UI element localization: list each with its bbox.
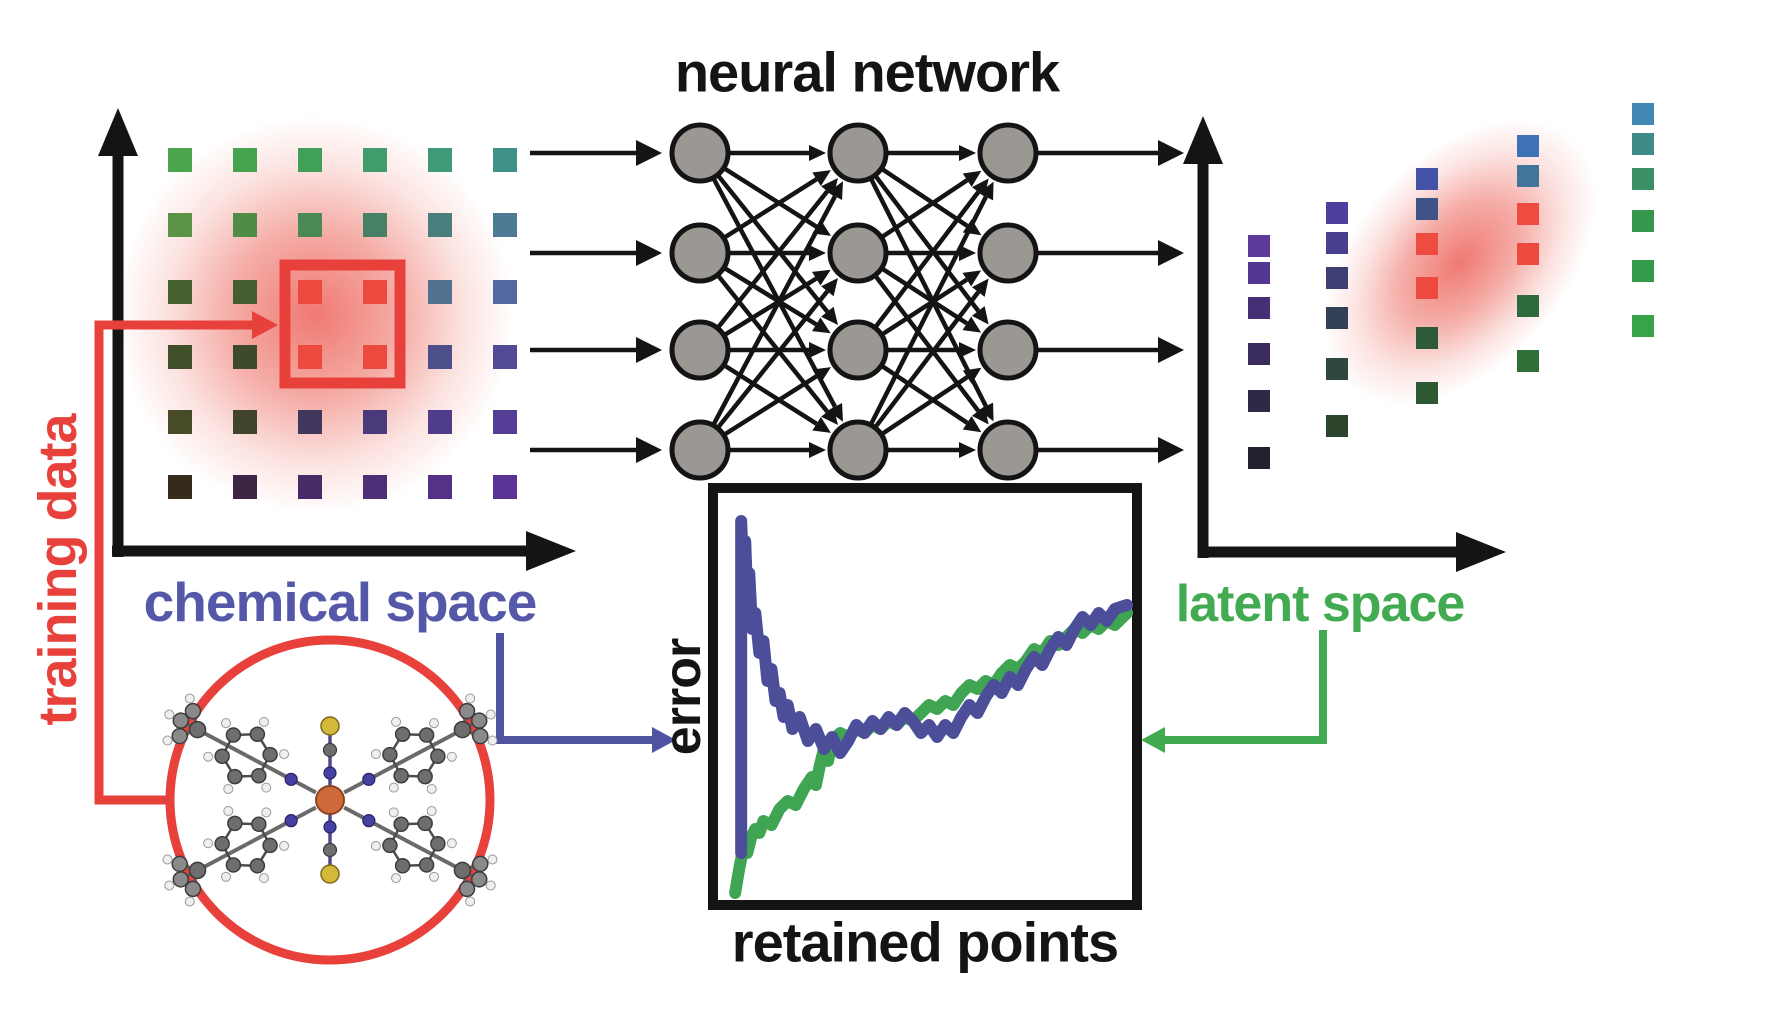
chemical-space-label: chemical space <box>143 571 538 633</box>
error-axis-label: error <box>654 638 712 756</box>
neural-network-label: neural network <box>674 40 1060 104</box>
training-data-connector <box>94 311 278 805</box>
chemical-space-grid <box>168 148 517 499</box>
retained-points-axis-label: retained points <box>731 910 1119 974</box>
neural-network-diagram <box>530 122 1184 481</box>
axes <box>98 108 1506 572</box>
error-plot <box>708 483 1142 910</box>
training-data-label: training data <box>28 414 88 726</box>
molecule-illustration <box>162 635 498 965</box>
latent-space-label: latent space <box>1175 575 1466 633</box>
latent-space-squares <box>1248 103 1654 469</box>
training-selection-box <box>279 259 406 389</box>
space-to-plot-connectors <box>496 630 1327 753</box>
